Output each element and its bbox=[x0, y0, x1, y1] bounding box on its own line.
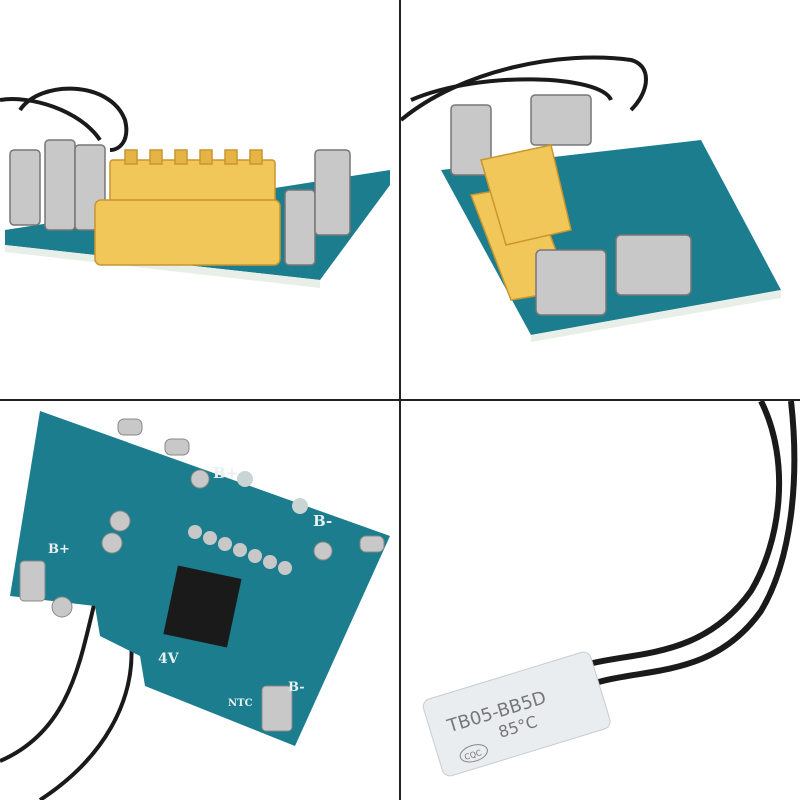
photo-thermal-fuse: TB05-BB5D 85°C CQC bbox=[401, 401, 800, 800]
grid-divider-horizontal bbox=[0, 399, 800, 401]
label-b-minus-right: B- bbox=[288, 680, 305, 695]
photo-pcb-bottom: B+ B- B+ B- 4V NTC bbox=[0, 401, 399, 800]
photo-pcb-side bbox=[0, 0, 399, 399]
label-4v: 4V bbox=[158, 651, 180, 667]
metal-terminals-left bbox=[9, 139, 106, 231]
metal-terminals-right bbox=[284, 149, 351, 266]
metal-terminals-bottom bbox=[535, 234, 692, 316]
yellow-connector bbox=[94, 149, 281, 266]
photo-pcb-angled bbox=[401, 0, 800, 399]
metal-terminals-top bbox=[450, 94, 592, 176]
label-b-minus-top: B- bbox=[313, 512, 332, 530]
pads-row bbox=[188, 525, 292, 575]
label-b-plus-top: B+ bbox=[213, 464, 238, 482]
ic-chip bbox=[163, 565, 242, 648]
fuse-body: TB05-BB5D 85°C CQC bbox=[422, 651, 611, 777]
label-b-plus-left: B+ bbox=[48, 542, 70, 557]
label-ntc: NTC bbox=[228, 698, 253, 709]
